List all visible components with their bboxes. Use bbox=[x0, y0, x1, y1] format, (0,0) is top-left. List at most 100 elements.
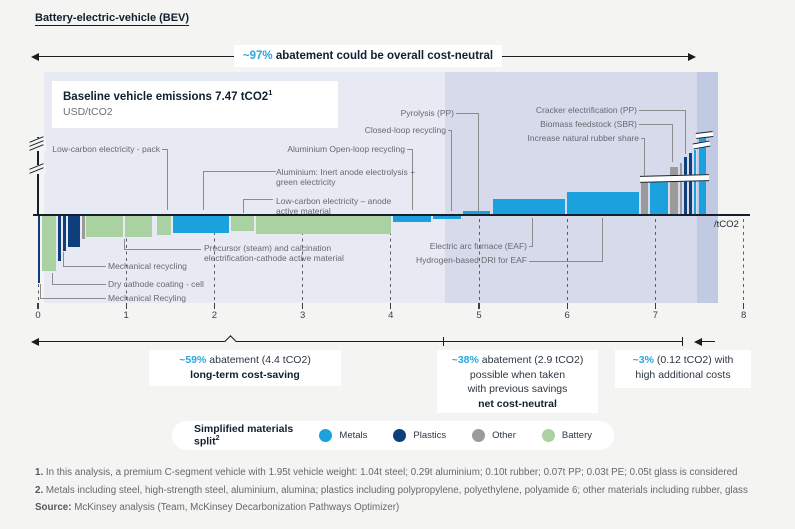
gridline bbox=[302, 219, 304, 303]
x-axis-unit-label: /tCO2 bbox=[714, 219, 739, 230]
y-axis-break-gap bbox=[28, 165, 46, 174]
callout-connector bbox=[63, 252, 106, 267]
saving-arrow-icon bbox=[31, 337, 39, 346]
metals-swatch-icon bbox=[319, 429, 333, 442]
macc-bar bbox=[63, 216, 66, 252]
macc-bar bbox=[58, 216, 62, 262]
callout-rubber: Increase natural rubber share bbox=[527, 133, 639, 143]
battery-swatch-icon bbox=[541, 429, 555, 442]
gridline bbox=[478, 219, 480, 303]
x-axis-tick-label: 2 bbox=[211, 310, 218, 321]
callout-precursor: Precursor (steam) and calcination electr… bbox=[204, 243, 344, 264]
callout-eaf: Electric arc furnace (EAF) bbox=[429, 241, 527, 251]
banner-percent: ~97% bbox=[242, 50, 273, 62]
legend-item-battery: Battery bbox=[541, 429, 592, 442]
callout-mech-recycling: Mechanical recycling bbox=[108, 261, 187, 271]
callout-connector bbox=[448, 130, 452, 211]
macc-bar bbox=[256, 216, 391, 235]
legend-items: Metals Plastics Other Battery bbox=[293, 429, 592, 442]
callout-open-loop: Aluminium Open-loop recycling bbox=[287, 144, 405, 154]
neutral-note: ~38% abatement (2.9 tCO2) possible when … bbox=[437, 350, 598, 413]
callout-mech-recyling: Mechanical Recyling bbox=[108, 293, 186, 303]
macc-bar bbox=[156, 216, 172, 236]
callout-connector bbox=[203, 171, 276, 210]
callout-dry-cathode: Dry cathode coating - cell bbox=[108, 279, 204, 289]
legend-item-label: Metals bbox=[339, 430, 368, 441]
costly-arrow-icon bbox=[694, 337, 702, 346]
page-title: Battery-electric-vehicle (BEV) bbox=[35, 12, 190, 26]
x-axis-tick bbox=[213, 302, 216, 309]
callout-closed-loop: Closed-loop recycling bbox=[364, 125, 446, 135]
callout-connector bbox=[162, 149, 168, 210]
x-axis-tick-label: 1 bbox=[123, 310, 129, 321]
macc-bar bbox=[650, 178, 669, 214]
macc-bar bbox=[640, 180, 648, 214]
banner-label: ~97% abatement could be overall cost-neu… bbox=[234, 45, 502, 67]
gridline bbox=[654, 219, 656, 303]
callout-connector bbox=[529, 218, 603, 262]
x-axis-tick bbox=[654, 302, 657, 309]
callout-connector bbox=[243, 199, 273, 213]
baseline-title: Baseline vehicle emissions 7.47 tCO21 bbox=[63, 88, 273, 103]
macc-bar bbox=[231, 216, 255, 232]
callout-pack: Low-carbon electricity - pack bbox=[52, 144, 160, 154]
callout-connector bbox=[639, 124, 673, 162]
other-swatch-icon bbox=[472, 429, 486, 442]
footnote-ref-1: 1 bbox=[268, 88, 273, 97]
baseline-unit: USD/tCO2 bbox=[63, 105, 113, 118]
baseline-box: Baseline vehicle emissions 7.47 tCO21 US… bbox=[52, 81, 338, 128]
footnote-ref-2: 2 bbox=[215, 435, 220, 443]
bar-break-icon bbox=[639, 173, 710, 182]
y-axis bbox=[37, 137, 39, 214]
x-axis-tick-label: 6 bbox=[564, 310, 570, 321]
costly-note: ~3% (0.12 tCO2) with high additional cos… bbox=[615, 350, 751, 388]
x-axis-tick-label: 3 bbox=[299, 310, 306, 321]
x-axis-tick bbox=[478, 302, 480, 309]
bracket-tick bbox=[681, 336, 683, 346]
macc-bar bbox=[393, 216, 431, 223]
callout-connector bbox=[639, 110, 686, 154]
x-axis-tick-label: 0 bbox=[35, 310, 41, 321]
callout-connector bbox=[407, 149, 413, 210]
x-axis-tick bbox=[125, 302, 127, 309]
legend-item-other: Other bbox=[472, 429, 516, 442]
legend: Simplified materials split2 Metals Plasti… bbox=[172, 421, 614, 450]
footnote-1: 1. In this analysis, a premium C-segment… bbox=[35, 467, 738, 478]
macc-bar bbox=[82, 216, 85, 240]
x-axis-tick bbox=[37, 302, 39, 309]
saving-span-line bbox=[38, 341, 443, 342]
x-axis-tick-label: 4 bbox=[388, 310, 394, 321]
costly-span-line bbox=[700, 341, 715, 342]
x-axis-tick-label: 7 bbox=[652, 310, 659, 321]
gridline bbox=[390, 219, 392, 303]
footnote-2: 2. Metals including steel, high-strength… bbox=[35, 484, 748, 496]
macc-bar bbox=[173, 216, 229, 234]
callout-biomass: Biomass feedstock (SBR) bbox=[540, 119, 637, 129]
neutral-span-line bbox=[443, 341, 683, 342]
callout-connector bbox=[529, 218, 533, 247]
banner-arrow-right-icon bbox=[688, 53, 696, 61]
x-axis-tick-label: 8 bbox=[740, 310, 747, 321]
legend-item-metals: Metals bbox=[319, 429, 367, 442]
legend-item-plastics: Plastics bbox=[393, 429, 446, 442]
bracket-tick bbox=[443, 336, 445, 346]
x-axis-tick bbox=[302, 302, 304, 309]
legend-title: Simplified materials split2 bbox=[194, 423, 294, 448]
gridline bbox=[213, 219, 215, 303]
banner-arrow-left-icon bbox=[31, 53, 39, 61]
macc-bar bbox=[684, 156, 688, 214]
panel-high-cost bbox=[697, 72, 718, 303]
plastics-swatch-icon bbox=[393, 429, 407, 442]
source-line: Source: McKinsey analysis (Team, McKinse… bbox=[35, 502, 400, 513]
legend-item-label: Other bbox=[492, 430, 516, 441]
callout-connector bbox=[52, 273, 106, 285]
x-axis-tick bbox=[390, 302, 392, 309]
macc-bar bbox=[688, 152, 692, 214]
callout-connector bbox=[40, 284, 106, 299]
callout-connector bbox=[641, 138, 645, 176]
macc-bar bbox=[38, 216, 41, 284]
x-axis-tick bbox=[743, 302, 745, 309]
macc-bar bbox=[679, 162, 683, 214]
macc-bar bbox=[432, 216, 462, 220]
callout-inert-anode: Aluminium: Inert anode electrolysis + gr… bbox=[276, 167, 416, 188]
